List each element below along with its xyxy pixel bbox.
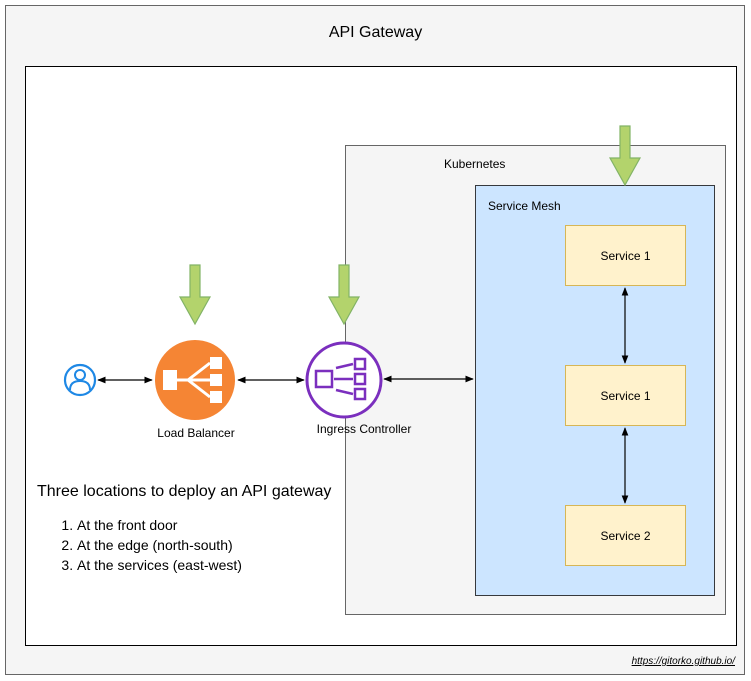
notes-heading: Three locations to deploy an API gateway — [37, 483, 332, 500]
service-box-1: Service 1 — [565, 225, 686, 286]
footer-link[interactable]: https://gitorko.github.io/ — [631, 656, 735, 667]
notes-list: At the front door At the edge (north-sou… — [37, 515, 331, 575]
service-box-3: Service 2 — [565, 505, 686, 566]
service-mesh-label: Service Mesh — [488, 199, 561, 213]
kubernetes-label: Kubernetes — [444, 157, 506, 171]
diagram-title: API Gateway — [328, 24, 423, 41]
load-balancer-label: Load Balancer — [157, 426, 235, 440]
ingress-controller-label: Ingress Controller — [316, 422, 412, 436]
notes: Three locations to deploy an API gateway… — [37, 483, 331, 575]
notes-item: At the services (east-west) — [77, 555, 331, 575]
service-box-2: Service 1 — [565, 365, 686, 426]
notes-item: At the edge (north-south) — [77, 535, 331, 555]
notes-item: At the front door — [77, 515, 331, 535]
